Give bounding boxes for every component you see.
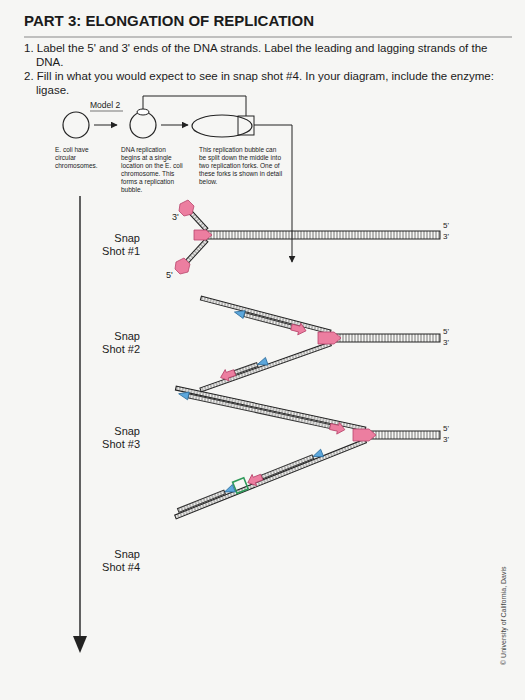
fork-box <box>238 116 254 135</box>
double-helix <box>330 334 440 342</box>
caption: This replication bubble can be split dow… <box>199 146 285 186</box>
okazaki-fragment <box>261 455 314 479</box>
dna-fork <box>175 200 440 274</box>
helicase <box>353 429 376 441</box>
caption: DNA replication begins at a single locat… <box>121 146 185 194</box>
end-label: 3' <box>443 338 449 348</box>
snapshot-label: Snap Shot #2 <box>90 330 140 357</box>
page-title: PART 3: ELONGATION OF REPLICATION <box>24 12 314 30</box>
primer <box>233 308 245 318</box>
snapshot-label: Snap Shot #1 <box>90 232 140 259</box>
snapshot-label: Snap Shot #4 <box>90 548 140 575</box>
title-rule <box>24 37 512 38</box>
zoom-bracket <box>143 96 246 116</box>
dna-polymerase <box>246 471 264 488</box>
double-helix <box>205 231 440 239</box>
helicase <box>175 258 190 274</box>
leading-strand <box>188 394 331 429</box>
helicase <box>318 332 341 344</box>
step-arrow <box>94 125 117 126</box>
dna-polymerase <box>329 421 346 436</box>
dna-fork <box>197 296 440 392</box>
template-strand <box>200 296 331 334</box>
end-label: 5' <box>443 424 449 434</box>
okazaki-fragment <box>234 363 258 375</box>
template-strand <box>175 386 365 431</box>
helicase <box>179 200 194 216</box>
primer <box>178 390 189 400</box>
circular-chromosome <box>63 112 89 138</box>
dna-polymerase <box>219 367 237 383</box>
chromosome-with-bubble <box>130 112 156 138</box>
helicase <box>194 230 212 240</box>
copyright: © University of California, Davis <box>500 566 509 665</box>
replication-bubble <box>192 115 252 137</box>
okazaki-fragment <box>177 490 225 512</box>
caption: E. coli have circular chromosomes. <box>55 146 105 170</box>
end-label: 5' <box>443 221 449 231</box>
end-label: 5' <box>443 327 449 337</box>
primer <box>256 357 268 368</box>
replication-bubble <box>137 109 149 115</box>
timeline-line <box>79 196 80 638</box>
end-label: 3' <box>172 212 179 223</box>
snapshot-label: Snap Shot #3 <box>90 425 140 452</box>
step-arrow <box>161 125 188 126</box>
zoom-arrow <box>254 125 292 262</box>
instruction: 2. Fill in what you would expect to see … <box>24 69 514 97</box>
end-label: 3' <box>443 435 449 445</box>
template-strand <box>200 342 331 392</box>
model-underline <box>90 111 123 112</box>
dna-fork <box>171 386 440 519</box>
template-strand <box>175 439 367 519</box>
end-label: 3' <box>443 232 449 242</box>
model-label: Model 2 <box>90 100 120 110</box>
dna-polymerase <box>290 321 308 336</box>
end-label: 5' <box>166 270 173 281</box>
timeline-head <box>73 636 87 653</box>
leading-strand <box>244 313 293 330</box>
instruction: 1. Label the 5' and 3' ends of the DNA s… <box>24 41 514 69</box>
